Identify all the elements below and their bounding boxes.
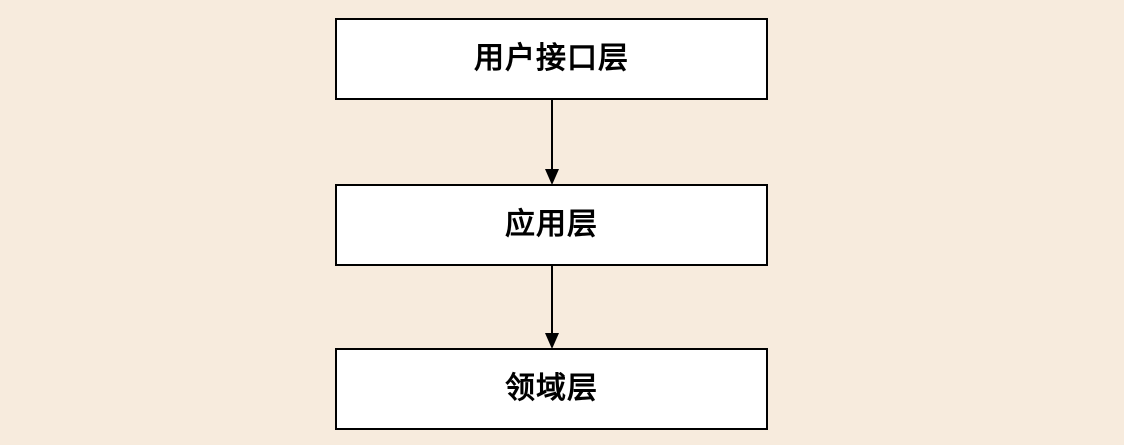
node-label-application-layer: 应用层 xyxy=(505,208,598,241)
arrow-down-icon xyxy=(544,169,559,185)
arrow-application-to-domain xyxy=(544,265,559,349)
arrow-line xyxy=(550,265,553,333)
node-user-interface-layer: 用户接口层 xyxy=(335,18,768,100)
arrow-ui-to-application xyxy=(544,100,559,185)
node-domain-layer: 领域层 xyxy=(335,348,768,430)
node-label-domain-layer: 领域层 xyxy=(505,372,598,405)
arrow-line xyxy=(550,100,553,169)
node-application-layer: 应用层 xyxy=(335,184,768,266)
node-label-user-interface-layer: 用户接口层 xyxy=(474,42,629,75)
arrow-down-icon xyxy=(544,333,559,349)
